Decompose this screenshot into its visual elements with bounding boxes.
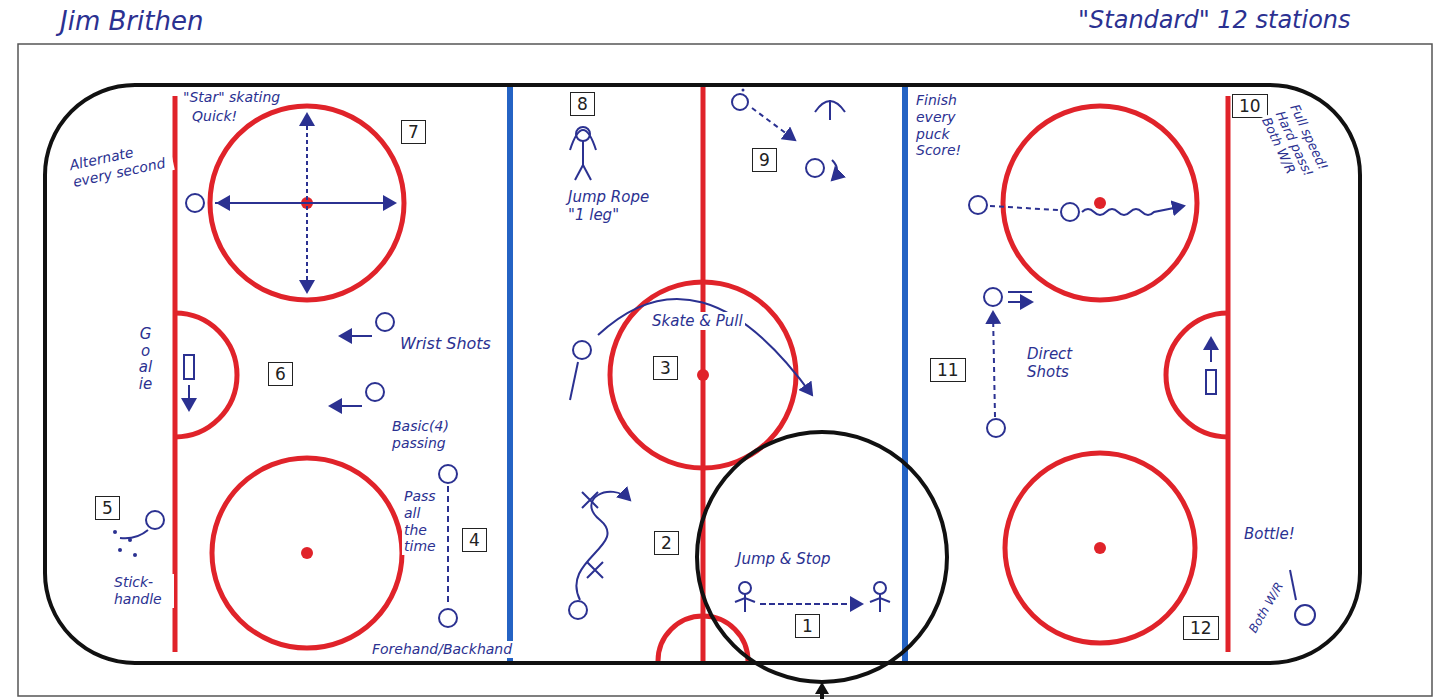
note-label: Jim Brithen [58,6,205,37]
note-label: Direct Shots [1025,345,1089,381]
title-text: "Standard" 12 stations [1078,6,1351,35]
callout-number: 10 [1239,96,1261,116]
station-number: 7 [401,120,426,144]
note-label: Jump & Stop [735,550,832,568]
note-label: Basic(4) passing [390,418,474,452]
station-number: 6 [268,362,293,386]
station-number: 1 [795,614,820,638]
callout-number: 9 [759,150,770,170]
callout-number: 7 [408,122,419,142]
station-number: 4 [462,528,487,552]
station-number: 10 [1232,94,1268,118]
note-label: Stick-handle [112,574,174,608]
note-label: Skate & Pull [650,312,745,330]
station-number: 9 [752,148,777,172]
note-label: Bottle! [1242,525,1297,543]
callout-number: 3 [660,358,671,378]
station-number: 8 [570,92,595,116]
note-label: Wrist Shots [398,334,493,353]
note-label: Quick! [190,108,239,125]
note-label: "Star" skating [181,89,282,106]
note-label: Pass all the time [402,488,446,555]
callout-number: 1 [802,616,813,636]
callout-number: 8 [577,94,588,114]
callout-number: 12 [1190,618,1212,638]
note-label: Jump Rope "1 leg" [566,188,662,224]
station-number: 3 [653,356,678,380]
callout-number: 6 [275,364,286,384]
note-label: Forehand/Backhand [370,641,514,658]
callout-number: 4 [469,530,480,550]
note-label: Goalie [136,326,155,392]
callout-number: 2 [661,533,672,553]
station-number: 2 [654,531,679,555]
note-label: Finish every puck Score! [914,92,976,159]
callout-number: 11 [937,360,959,380]
station-number: 5 [95,496,120,520]
station-number: 12 [1183,616,1219,640]
callout-number: 5 [102,498,113,518]
station-number: 11 [930,358,966,382]
